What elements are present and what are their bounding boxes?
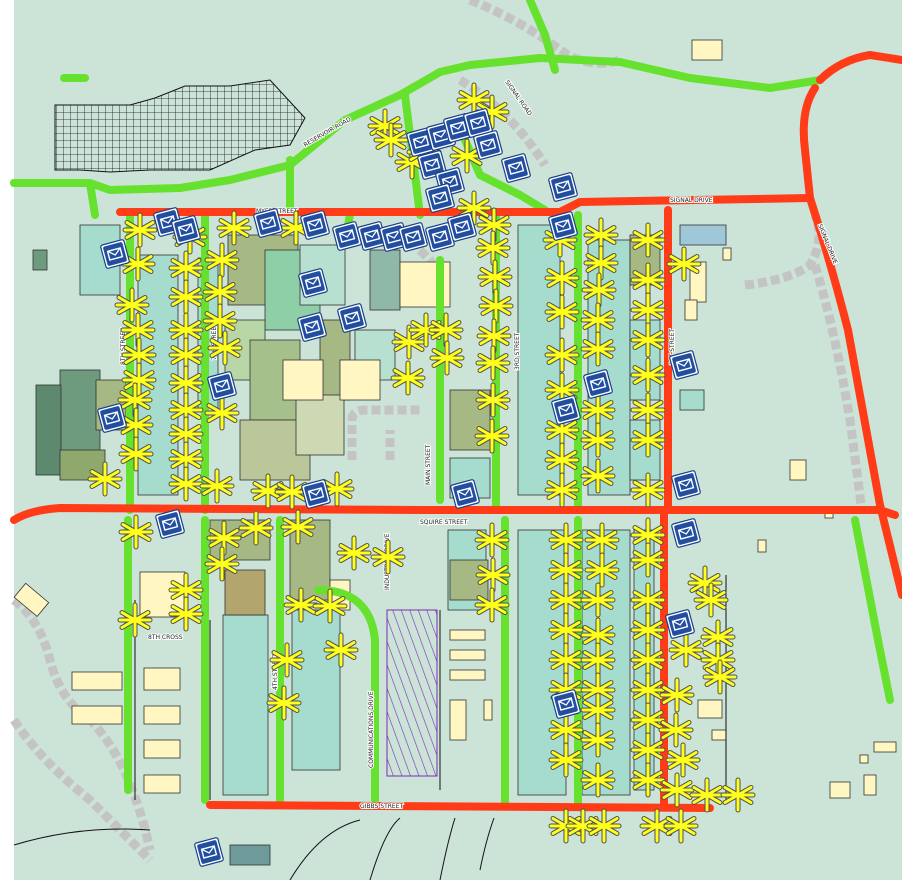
envelope-icon[interactable]: [331, 220, 363, 252]
envelope-icon[interactable]: [664, 608, 696, 640]
envelope-icon[interactable]: [449, 478, 481, 510]
envelope-icon[interactable]: [547, 171, 579, 203]
grid-area: [54, 79, 306, 173]
label-gibbs-street: GIBBS STREET: [360, 803, 403, 810]
envelope-icon[interactable]: [547, 210, 579, 242]
envelope-icon[interactable]: [299, 209, 331, 241]
envelope-icon[interactable]: [472, 129, 504, 161]
label-communications-drive: COMMUNICATIONS DRIVE: [368, 691, 375, 768]
envelope-icon[interactable]: [96, 402, 128, 434]
label-eighth-street: 8TH STREET: [120, 328, 127, 365]
label-signal-drive: SIGNAL DRIVE: [670, 197, 713, 204]
major-roads: [10, 51, 902, 812]
envelope-icon[interactable]: [550, 688, 582, 720]
envelope-icon[interactable]: [550, 394, 582, 426]
envelope-icon[interactable]: [300, 478, 332, 510]
envelope-icon[interactable]: [670, 517, 702, 549]
envelope-icon[interactable]: [582, 368, 614, 400]
envelope-icon[interactable]: [446, 211, 478, 243]
envelope-icon[interactable]: [670, 469, 702, 501]
envelope-icon[interactable]: [424, 182, 456, 214]
envelope-icon[interactable]: [668, 349, 700, 381]
envelope-icon[interactable]: [336, 302, 368, 334]
envelope-icon[interactable]: [397, 221, 429, 253]
label-squire-street: SQUIRE STREET: [420, 519, 468, 526]
label-eighth-cross: 8TH CROSS: [148, 634, 183, 641]
label-first-street: 1ST STREET: [669, 329, 676, 365]
hatched-lot: [386, 609, 438, 777]
envelope-icon[interactable]: [193, 836, 225, 868]
label-fourth-street: 4TH STREET: [272, 653, 279, 690]
label-third-street: 3RD STREET: [514, 332, 521, 370]
envelope-icon[interactable]: [297, 267, 329, 299]
label-main-street: MAIN STREET: [425, 444, 432, 485]
envelope-icon[interactable]: [206, 370, 238, 402]
envelope-icon[interactable]: [170, 214, 202, 246]
envelope-icon[interactable]: [296, 311, 328, 343]
